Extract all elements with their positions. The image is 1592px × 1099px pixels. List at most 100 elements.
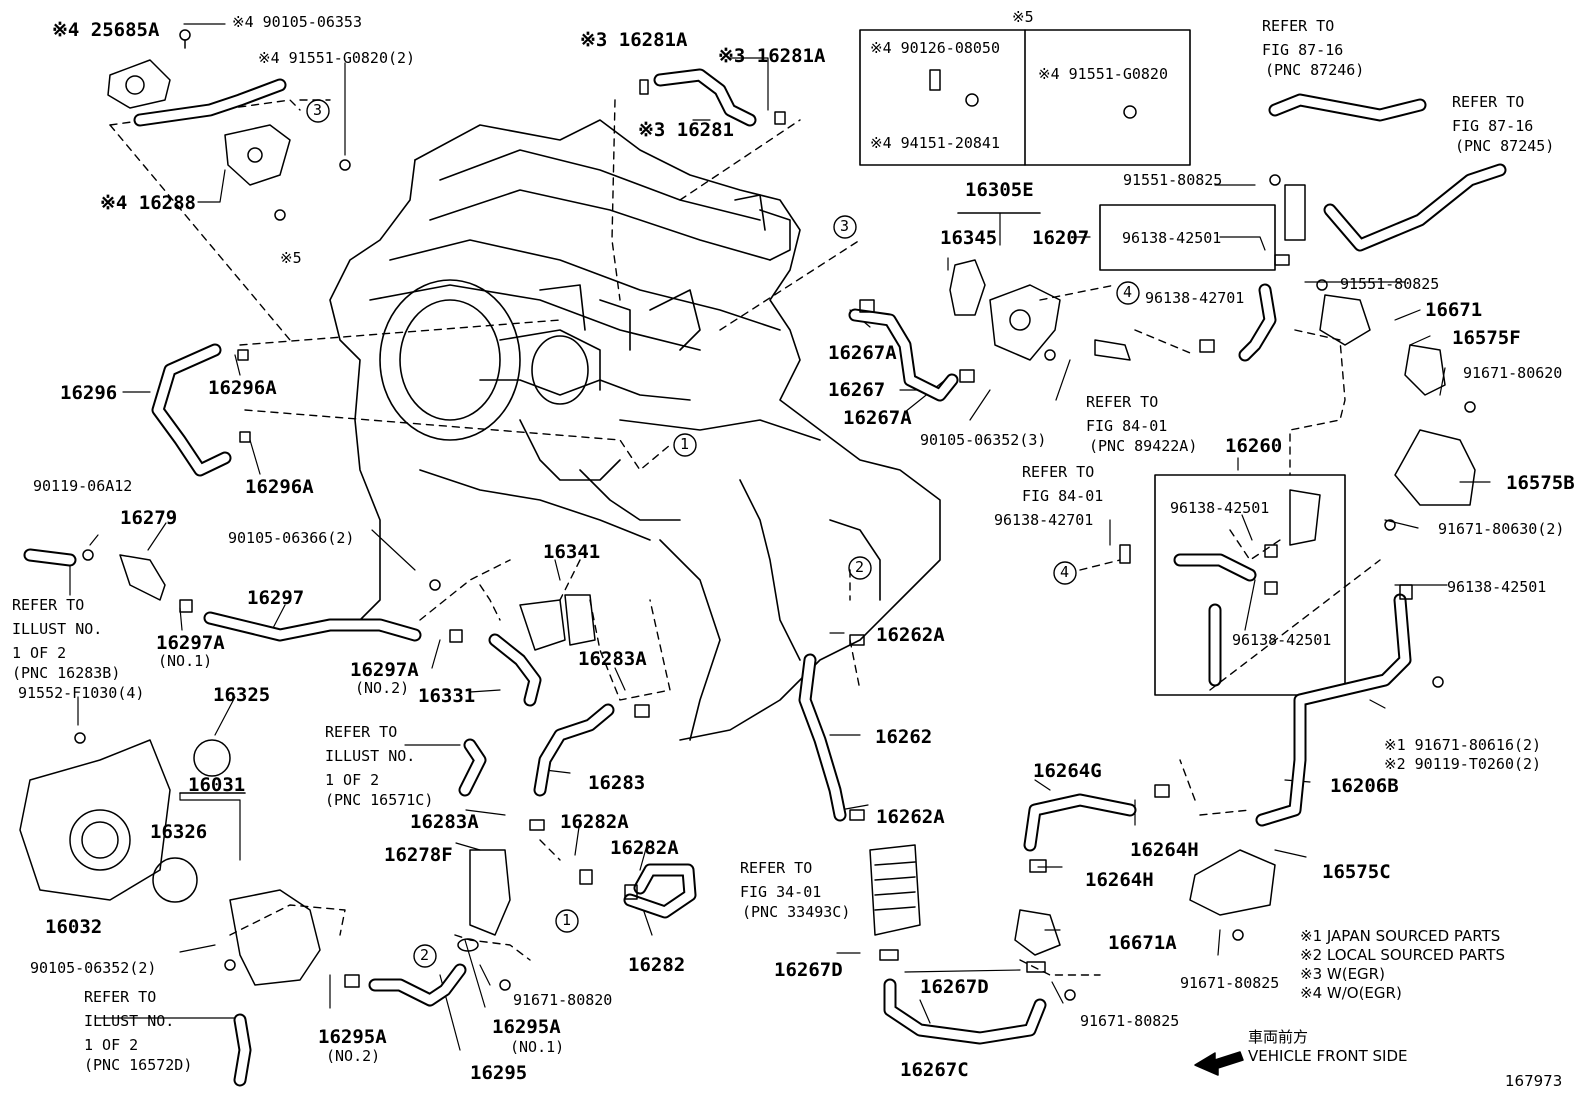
ref-87-16-b[interactable]: REFER TO FIG 87-16 (1452, 93, 1534, 135)
marker-4: 4 (1060, 563, 1070, 581)
ref-illust-16572D[interactable]: REFER TO ILLUST NO. 1 OF 2 (84, 988, 175, 1054)
callout-16296A: 16296A (208, 377, 277, 399)
callout-16278F: 16278F (384, 844, 453, 866)
callout-91551-G0820: ※4 91551-G0820 (1038, 65, 1168, 83)
callout-16288: ※4 16288 (100, 192, 196, 214)
callout-16283: 16283 (588, 772, 646, 794)
callout-no2-b: (NO.2) (326, 1047, 381, 1065)
callout-16267A: 16267A (828, 342, 897, 364)
callout-91671-80825-2: 91671-80825 (1080, 1012, 1180, 1030)
callout-16331: 16331 (418, 685, 476, 707)
ref-illust-16283B[interactable]: REFER TO ILLUST NO. 1 OF 2 (12, 596, 103, 662)
callout-16264H: 16264H (1130, 839, 1199, 861)
bracket-16288 (224, 124, 291, 186)
callout-91551-80825-2: 91551-80825 (1340, 275, 1440, 293)
valve-16671A (1014, 909, 1061, 956)
legend-item: ※1 JAPAN SOURCED PARTS (1300, 927, 1501, 945)
callout-16032: 16032 (45, 916, 103, 938)
ref-34-01[interactable]: REFER TO FIG 34-01 (740, 859, 822, 901)
marker-4: 4 (1123, 283, 1133, 301)
callout-16282A: 16282A (560, 811, 629, 833)
callout-16281: ※3 16281 (638, 119, 734, 141)
oring-16325 (193, 739, 231, 777)
callout-16282: 16282 (628, 954, 686, 976)
callout-90119-T0260-2: ※2 90119-T0260(2) (1384, 755, 1542, 773)
callout-16296: 16296 (60, 382, 118, 404)
clamp-16295A (344, 974, 360, 988)
callout-90105-06352-3: 90105-06352(3) (920, 431, 1047, 449)
callout-91671-80620: 91671-80620 (1463, 364, 1563, 382)
ref-84-01-a[interactable]: REFER TO FIG 84-01 (1086, 393, 1168, 435)
bracket-16279 (119, 554, 166, 601)
callout-16260: 16260 (1225, 435, 1283, 457)
ref-87-16-a[interactable]: REFER TO FIG 87-16 (1262, 17, 1344, 59)
callout-16281A-2: ※3 16281A (718, 45, 826, 67)
callout-16326: 16326 (150, 821, 208, 843)
callout-90105-06353: ※4 90105-06353 (232, 13, 362, 31)
callout-16262A: 16262A (876, 624, 945, 646)
bracket-16278F (469, 849, 511, 936)
ref-87-16-b-pnc: (PNC 87245) (1455, 137, 1555, 155)
circle-markers (306, 99, 1140, 968)
hose-inner (25, 70, 1505, 1085)
callout-16295A: 16295A (492, 1016, 561, 1038)
callout-91551-G0820-2: ※4 91551-G0820(2) (258, 49, 416, 67)
callout-90105-06366-2: 90105-06366(2) (228, 529, 355, 547)
callout-note5: ※5 (280, 249, 302, 267)
callout-16262A-2: 16262A (876, 806, 945, 828)
ref-84-01-b[interactable]: REFER TO FIG 84-01 (1022, 463, 1104, 505)
bracket-16575C (1189, 849, 1276, 916)
callout-91671-80630-2: 91671-80630(2) (1438, 520, 1565, 538)
gasket-25685A (107, 59, 171, 109)
callout-16262: 16262 (875, 726, 933, 748)
ref-illust-16283B-pnc: (PNC 16283B) (12, 664, 121, 682)
vehicle-front-arrow (1194, 1051, 1244, 1076)
callout-16206B: 16206B (1330, 775, 1399, 797)
callout-96138-42501-b: 96138-42501 (1170, 499, 1270, 517)
bracket-16575B (1394, 429, 1476, 506)
callout-no1: (NO.1) (158, 652, 213, 670)
legend-item: ※4 W/O(EGR) (1300, 984, 1402, 1002)
callout-16281A: ※3 16281A (580, 29, 688, 51)
ref-34-01-pnc: (PNC 33493C) (742, 903, 851, 921)
callout-16671A: 16671A (1108, 932, 1177, 954)
ref-illust-16571C[interactable]: REFER TO ILLUST NO. 1 OF 2 (325, 723, 416, 789)
callout-16267A-2: 16267A (843, 407, 912, 429)
callout-16267: 16267 (828, 379, 886, 401)
clamp-16262A (849, 634, 865, 646)
bracket-16575F (1404, 344, 1446, 396)
callout-91671-80616-2: ※1 91671-80616(2) (1384, 736, 1542, 754)
clamp-16281A (639, 79, 649, 95)
callout-no2: (NO.2) (355, 679, 410, 697)
legend-item: ※2 LOCAL SOURCED PARTS (1300, 946, 1505, 964)
ref-84-01-a-pnc: (PNC 89422A) (1089, 437, 1198, 455)
valve-16671 (1319, 294, 1371, 346)
callout-16267C: 16267C (900, 1059, 969, 1081)
callout-16295A-2: 16295A (318, 1026, 387, 1048)
callout-note5-box: ※5 (1012, 8, 1034, 26)
callout-90105-06352-2: 90105-06352(2) (30, 959, 157, 977)
outlet-16331 (519, 599, 566, 651)
thermostat-16031 (229, 889, 321, 986)
callout-91551-80825: 91551-80825 (1123, 171, 1223, 189)
engine-block-outline (329, 119, 941, 741)
housing-16341 (564, 594, 596, 646)
callout-96138-42701: 96138-42701 (1145, 289, 1245, 307)
marker-3: 3 (313, 101, 323, 119)
callout-96138-42501: 96138-42501 (1122, 229, 1222, 247)
assembly-16207-box (1099, 204, 1276, 271)
bolt-head (179, 29, 191, 41)
callout-16279: 16279 (120, 507, 178, 529)
callout-25685A: ※4 25685A (52, 19, 160, 41)
valve-16260 (1289, 489, 1321, 546)
callout-16031: 16031 (188, 774, 246, 796)
ref-illust-16572D-pnc: (PNC 16572D) (84, 1056, 193, 1074)
callout-16575C: 16575C (1322, 861, 1391, 883)
callout-16297A: 16297A (156, 632, 225, 654)
callout-96138-42701-b: 96138-42701 (994, 511, 1094, 529)
marker-1: 1 (680, 435, 690, 453)
callout-16296A-2: 16296A (245, 476, 314, 498)
callout-16671: 16671 (1425, 299, 1483, 321)
callout-16341: 16341 (543, 541, 601, 563)
